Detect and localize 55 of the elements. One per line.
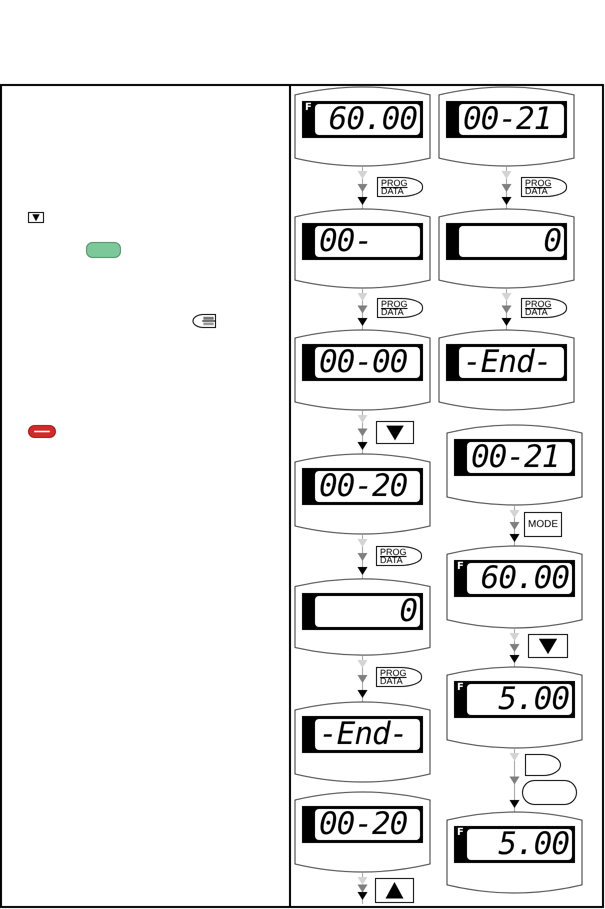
arrow (510, 748, 520, 812)
display-unit (438, 207, 575, 290)
arrow (510, 506, 520, 546)
keypad-key: PROG DATA (377, 177, 423, 197)
arrow (510, 628, 520, 668)
keypad-key: PROG DATA (521, 298, 567, 318)
display-value: 5.00 (498, 829, 569, 860)
display-value: 0 (543, 226, 561, 257)
display-unit (294, 700, 431, 784)
arrow (358, 288, 368, 330)
display-value: 00-00 (319, 347, 408, 378)
arrow (358, 166, 368, 210)
arrow (358, 656, 368, 702)
keypad-key: PROG DATA (377, 298, 423, 318)
blank-key-icon (522, 780, 577, 805)
display-unit (446, 423, 583, 507)
display-value: 0 (399, 596, 417, 627)
display-unit (294, 85, 431, 168)
display-value: 00-20 (319, 809, 408, 840)
display-unit (294, 328, 431, 412)
arrow (502, 288, 512, 330)
display-unit (294, 577, 431, 657)
display-value: -End- (463, 347, 552, 378)
display-value: 00-21 (471, 442, 560, 473)
display-value: 00-20 (319, 471, 408, 502)
down-arrow-key-icon (528, 634, 568, 658)
display-unit (294, 790, 431, 874)
display-unit (438, 85, 575, 168)
display-unit (446, 665, 583, 750)
keypad-key: PROG DATA (521, 177, 567, 197)
indicator-letter: F (305, 103, 312, 113)
down-arrow-key-icon (376, 421, 414, 444)
indicator-letter: F (457, 683, 464, 693)
display-value: 00- (319, 226, 372, 257)
keypad-key: PROG DATA (376, 546, 422, 566)
display-unit (294, 452, 431, 536)
arrow (502, 166, 512, 210)
up-arrow-key-icon (375, 878, 414, 903)
arrow (358, 410, 368, 454)
arrow (358, 534, 368, 580)
keypad-key: MODE (524, 512, 562, 537)
keypad-key: PROG DATA (376, 667, 422, 687)
display-unit (294, 207, 431, 290)
indicator-letter: F (457, 562, 464, 572)
arrow (358, 872, 368, 904)
display-unit (446, 544, 583, 630)
display-value: 60.00 (480, 563, 569, 594)
display-value: 60.00 (328, 104, 417, 135)
blank-key-icon (525, 754, 561, 776)
display-unit (438, 328, 575, 412)
indicator-letter: F (457, 828, 464, 838)
display-value: -End- (319, 719, 408, 750)
display-value: 5.00 (498, 684, 569, 715)
display-value: 00-21 (463, 104, 552, 135)
display-unit (446, 810, 583, 895)
